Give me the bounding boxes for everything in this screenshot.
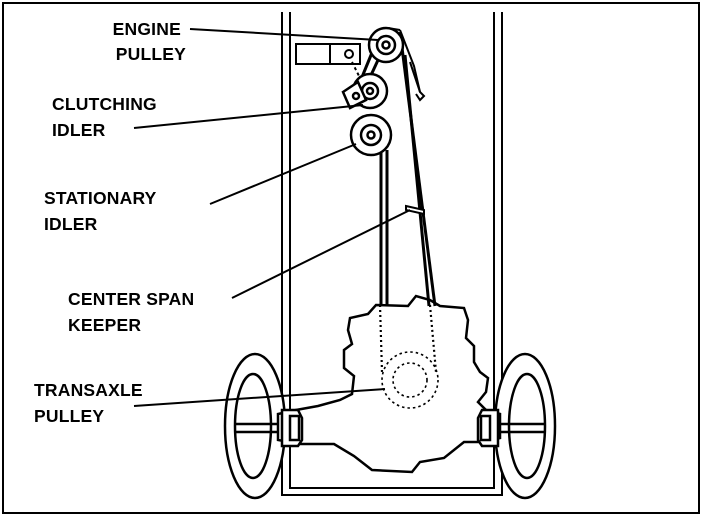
engine-pulley — [367, 26, 405, 64]
leader-center-span-keeper — [231, 209, 411, 299]
leader-clutching-idler — [133, 104, 364, 129]
leader-stationary-idler — [209, 143, 357, 205]
transaxle-housing — [276, 294, 502, 474]
center-span-keeper — [405, 204, 425, 216]
label-center-span-keeper: CENTER SPAN KEEPER — [68, 289, 199, 335]
label-clutching-idler: CLUTCHING IDLER — [52, 94, 162, 140]
axle-ends — [280, 408, 500, 448]
stationary-idler — [349, 113, 393, 157]
left-wheel — [223, 352, 300, 500]
labels: ENGINE PULLEY CLUTCHING IDLER STATIONARY… — [34, 19, 199, 426]
label-transaxle-pulley: TRANSAXLE PULLEY — [34, 380, 148, 426]
label-stationary-idler: STATIONARY IDLER — [44, 188, 161, 234]
transaxle-pulley — [378, 304, 439, 409]
leader-transaxle-pulley — [133, 388, 386, 407]
label-engine-pulley: ENGINE PULLEY — [113, 19, 186, 64]
clutching-idler — [341, 72, 389, 110]
frame-rails — [281, 12, 503, 496]
leader-lines — [133, 28, 411, 407]
leader-engine-pulley — [189, 28, 379, 41]
right-wheel — [482, 352, 557, 500]
